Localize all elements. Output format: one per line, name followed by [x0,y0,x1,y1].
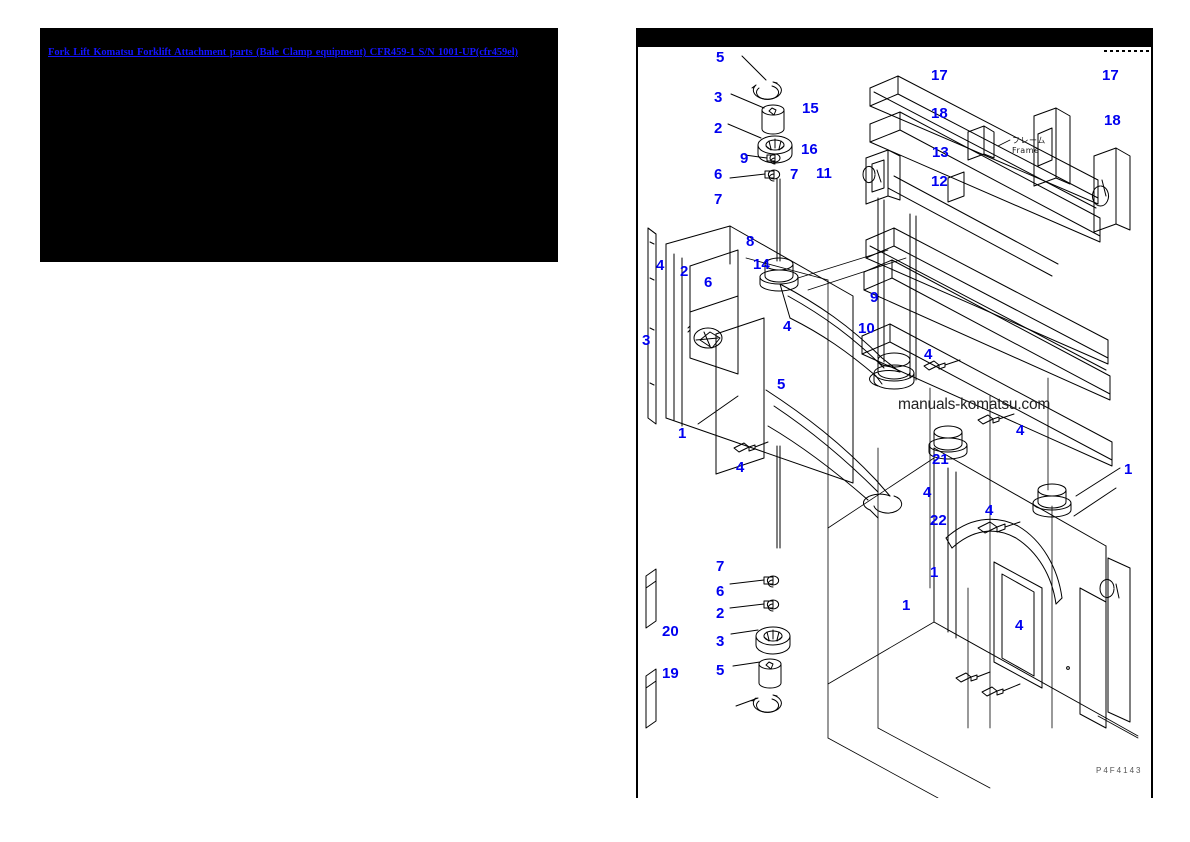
part-callout-3: 3 [716,633,725,650]
diagram-top-black-bar [638,28,1151,47]
link-panel: Fork Lift Komatsu Forklift Attachment pa… [40,28,558,262]
parts-diagram-frame: フレーム Frame manuals-komatsu.com P4F4143 5… [636,28,1153,798]
watermark: manuals-komatsu.com [898,396,1051,413]
part-callout-1: 1 [1124,461,1133,478]
part-callout-9: 9 [740,150,749,167]
part-callout-4: 4 [1016,422,1025,439]
diagram-artwork [638,28,1151,798]
part-callout-7: 7 [790,166,799,183]
part-callout-10: 10 [858,320,875,337]
page-title-link[interactable]: Fork Lift Komatsu Forklift Attachment pa… [48,47,518,58]
part-callout-3: 3 [642,332,651,349]
part-callout-18: 18 [931,105,948,122]
frame-caption-label: フレーム Frame [1012,136,1046,155]
part-callout-1: 1 [678,425,687,442]
part-callout-19: 19 [662,665,679,682]
part-callout-17: 17 [931,67,948,84]
part-callout-2: 2 [680,263,689,280]
part-callout-1: 1 [902,597,911,614]
part-callout-7: 7 [716,558,725,575]
part-callout-14: 14 [753,256,770,273]
part-callout-7: 7 [714,191,723,208]
part-callout-4: 4 [736,459,745,476]
part-callout-4: 4 [783,318,792,335]
part-callout-22: 22 [930,512,947,529]
part-callout-6: 6 [714,166,723,183]
part-callout-17: 17 [1102,67,1119,84]
part-callout-13: 13 [932,144,949,161]
part-callout-1: 1 [930,564,939,581]
part-callout-4: 4 [1015,617,1024,634]
part-callout-21: 21 [932,451,949,468]
part-callout-5: 5 [716,49,725,66]
part-callout-9: 9 [870,289,879,306]
part-callout-5: 5 [716,662,725,679]
part-callout-4: 4 [923,484,932,501]
part-callout-6: 6 [716,583,725,600]
part-callout-11: 11 [816,165,832,182]
part-callout-4: 4 [656,257,665,274]
part-callout-3: 3 [714,89,723,106]
part-callout-4: 4 [985,502,994,519]
part-callout-4: 4 [924,346,933,363]
part-callout-16: 16 [801,141,818,158]
drawing-code-label: P4F4143 [1096,766,1143,775]
part-callout-2: 2 [716,605,725,622]
part-callout-5: 5 [777,376,786,393]
part-callout-2: 2 [714,120,723,137]
part-callout-12: 12 [931,173,948,190]
part-callout-15: 15 [802,100,819,117]
part-callout-8: 8 [746,233,755,250]
part-callout-6: 6 [704,274,713,291]
part-callout-20: 20 [662,623,679,640]
part-callout-18: 18 [1104,112,1121,129]
diagram-dashed-rule [1104,50,1151,52]
